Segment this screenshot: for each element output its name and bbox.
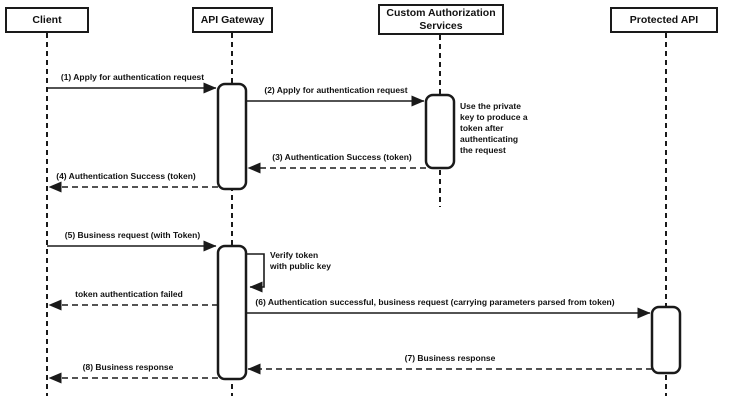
message-label-6: (6) Authentication successful, business … xyxy=(255,297,615,307)
activation-api-gateway-auth xyxy=(216,82,248,191)
participant-client: Client xyxy=(5,7,89,33)
message-label-1: (1) Apply for authentication request xyxy=(60,72,205,82)
message-label-7: (7) Business response xyxy=(404,353,496,363)
note-private-key: Use the private key to produce a token a… xyxy=(460,101,528,155)
message-label-4: (4) Authentication Success (token) xyxy=(56,171,196,181)
participant-custom-authorization-services-label: Custom Authorization Services xyxy=(386,6,496,32)
participant-api-gateway: API Gateway xyxy=(192,7,273,33)
message-label-verify-token: Verify token with public key xyxy=(270,250,331,271)
participant-protected-api: Protected API xyxy=(610,7,718,33)
message-label-8: (8) Business response xyxy=(82,362,174,372)
participant-api-gateway-label: API Gateway xyxy=(200,13,265,26)
message-label-token-auth-failed: token authentication failed xyxy=(75,289,183,299)
message-label-3: (3) Authentication Success (token) xyxy=(272,152,412,162)
participant-protected-api-label: Protected API xyxy=(629,13,699,26)
activation-api-gateway-business xyxy=(216,244,248,381)
arrow-self-message-verify-token xyxy=(246,253,265,293)
message-label-2: (2) Apply for authentication request xyxy=(264,85,408,95)
activation-custom-authorization xyxy=(424,93,456,170)
participant-client-label: Client xyxy=(32,13,62,26)
activation-protected-api xyxy=(650,305,682,375)
message-label-5: (5) Business request (with Token) xyxy=(64,230,201,240)
participant-custom-authorization-services: Custom Authorization Services xyxy=(378,4,504,35)
